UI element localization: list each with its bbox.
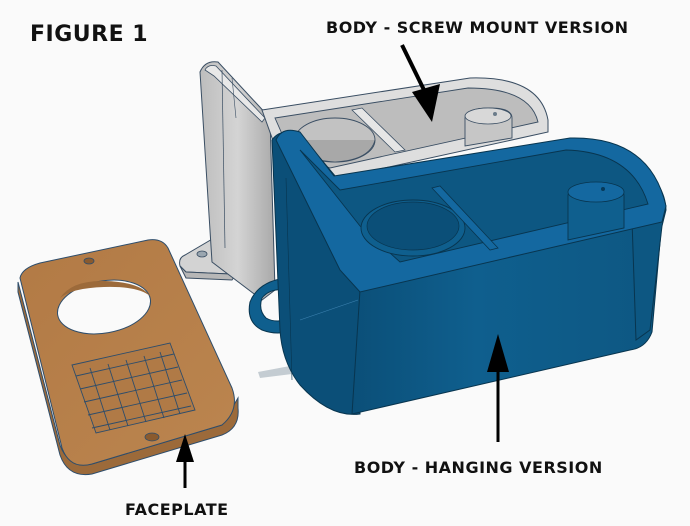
arrow-screw-mount xyxy=(400,44,440,122)
label-faceplate: FACEPLATE xyxy=(125,500,229,519)
arrow-faceplate xyxy=(176,434,194,488)
faceplate xyxy=(17,239,239,476)
screw-mount-body xyxy=(179,61,549,301)
label-screw-mount-body: BODY - SCREW MOUNT VERSION xyxy=(326,18,629,37)
arrow-hanging xyxy=(487,334,509,442)
label-hanging-body: BODY - HANGING VERSION xyxy=(354,458,603,477)
figure-title: FIGURE 1 xyxy=(30,22,149,47)
hanging-body xyxy=(248,129,667,415)
faceplate-vent-grille xyxy=(71,342,196,434)
